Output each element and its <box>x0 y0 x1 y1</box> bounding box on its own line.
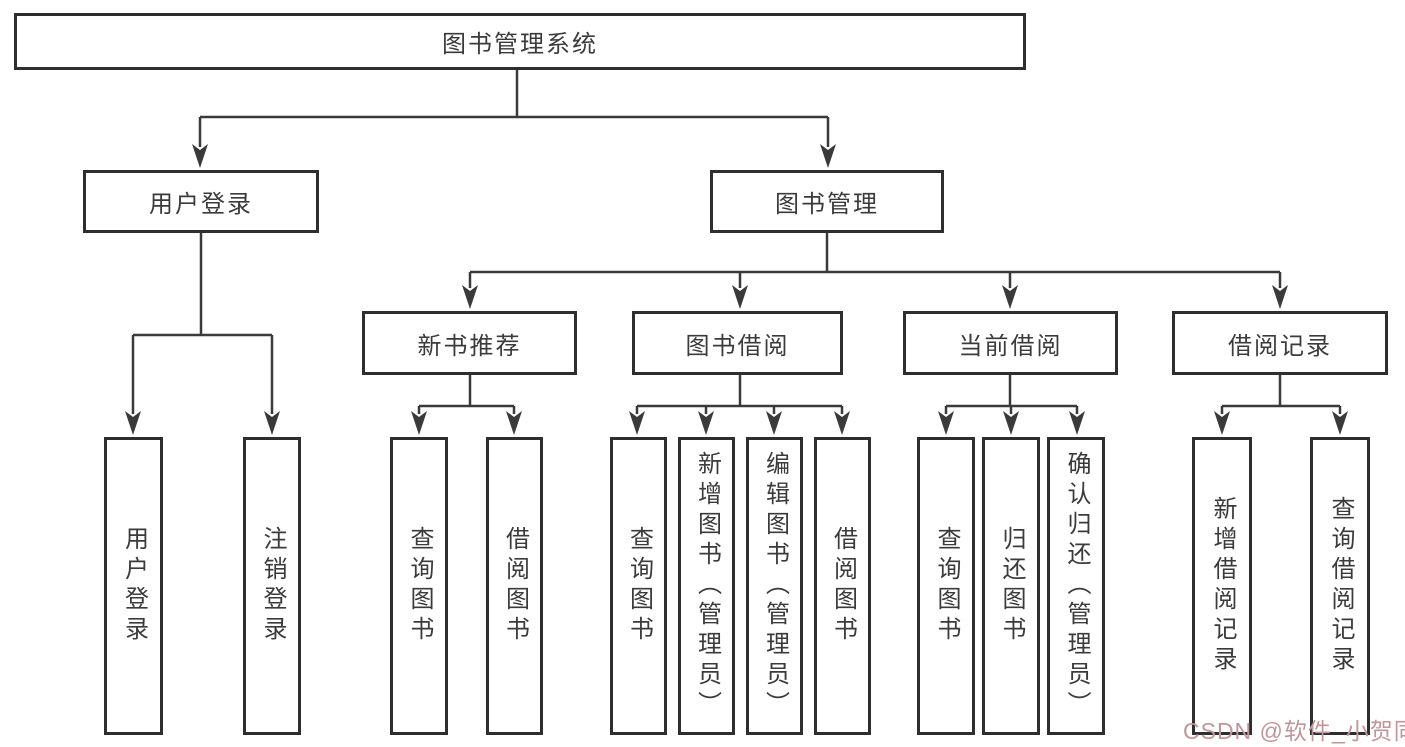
leaf-edit-book-admin: 编辑图书（管理员） <box>746 437 803 735</box>
leaf-label: 借阅图书 <box>501 526 529 646</box>
arrowheads <box>125 144 1348 435</box>
node-label: 新书推荐 <box>417 332 522 360</box>
leaf-label: 新增图书（管理员） <box>693 451 721 721</box>
leaf-label: 新增借阅记录 <box>1209 496 1236 676</box>
leaf-logout: 注销登录 <box>243 437 301 735</box>
node-label: 当前借阅 <box>958 332 1063 360</box>
leaf-query-books-2: 查询图书 <box>610 437 667 735</box>
leaf-return-book: 归还图书 <box>982 437 1040 735</box>
node-book-borrowing: 图书借阅 <box>632 311 843 375</box>
leaf-label: 注销登录 <box>259 526 286 646</box>
leaf-label: 查询借阅记录 <box>1327 496 1354 676</box>
leaf-label: 查询图书 <box>625 526 653 646</box>
node-user-login-branch: 用户登录 <box>83 170 319 233</box>
node-new-book-recommendation: 新书推荐 <box>362 311 577 375</box>
leaf-borrow-books-1: 借阅图书 <box>486 437 543 735</box>
leaf-add-book-admin: 新增图书（管理员） <box>678 437 735 735</box>
node-library-management-system: 图书管理系统 <box>14 13 1026 70</box>
node-current-borrowing: 当前借阅 <box>903 311 1118 375</box>
leaf-query-books-1: 查询图书 <box>390 437 448 735</box>
leaf-label: 借阅图书 <box>829 526 857 646</box>
leaf-label: 归还图书 <box>998 526 1025 646</box>
leaf-label: 确认归还（管理员） <box>1063 451 1090 721</box>
node-borrowing-records: 借阅记录 <box>1172 311 1388 375</box>
leaf-label: 查询图书 <box>406 526 433 646</box>
leaf-query-borrow-record: 查询借阅记录 <box>1310 437 1370 735</box>
leaf-label: 用户登录 <box>120 526 148 646</box>
leaf-user-login: 用户登录 <box>104 437 163 735</box>
node-label: 图书管理系统 <box>442 31 598 58</box>
node-label: 图书管理 <box>775 191 879 218</box>
leaf-label: 编辑图书（管理员） <box>761 451 789 721</box>
node-label: 图书借阅 <box>685 332 790 360</box>
node-label: 用户登录 <box>149 191 253 218</box>
leaf-add-borrow-record: 新增借阅记录 <box>1192 437 1252 735</box>
csdn-watermark: CSDN @软件_小贺同学 <box>1183 718 1405 744</box>
leaf-label: 查询图书 <box>933 526 960 646</box>
node-book-management-branch: 图书管理 <box>710 170 944 233</box>
leaf-confirm-return-admin: 确认归还（管理员） <box>1047 437 1105 735</box>
leaf-query-books-3: 查询图书 <box>917 437 975 735</box>
leaf-borrow-books-2: 借阅图书 <box>814 437 871 735</box>
node-label: 借阅记录 <box>1228 332 1332 360</box>
